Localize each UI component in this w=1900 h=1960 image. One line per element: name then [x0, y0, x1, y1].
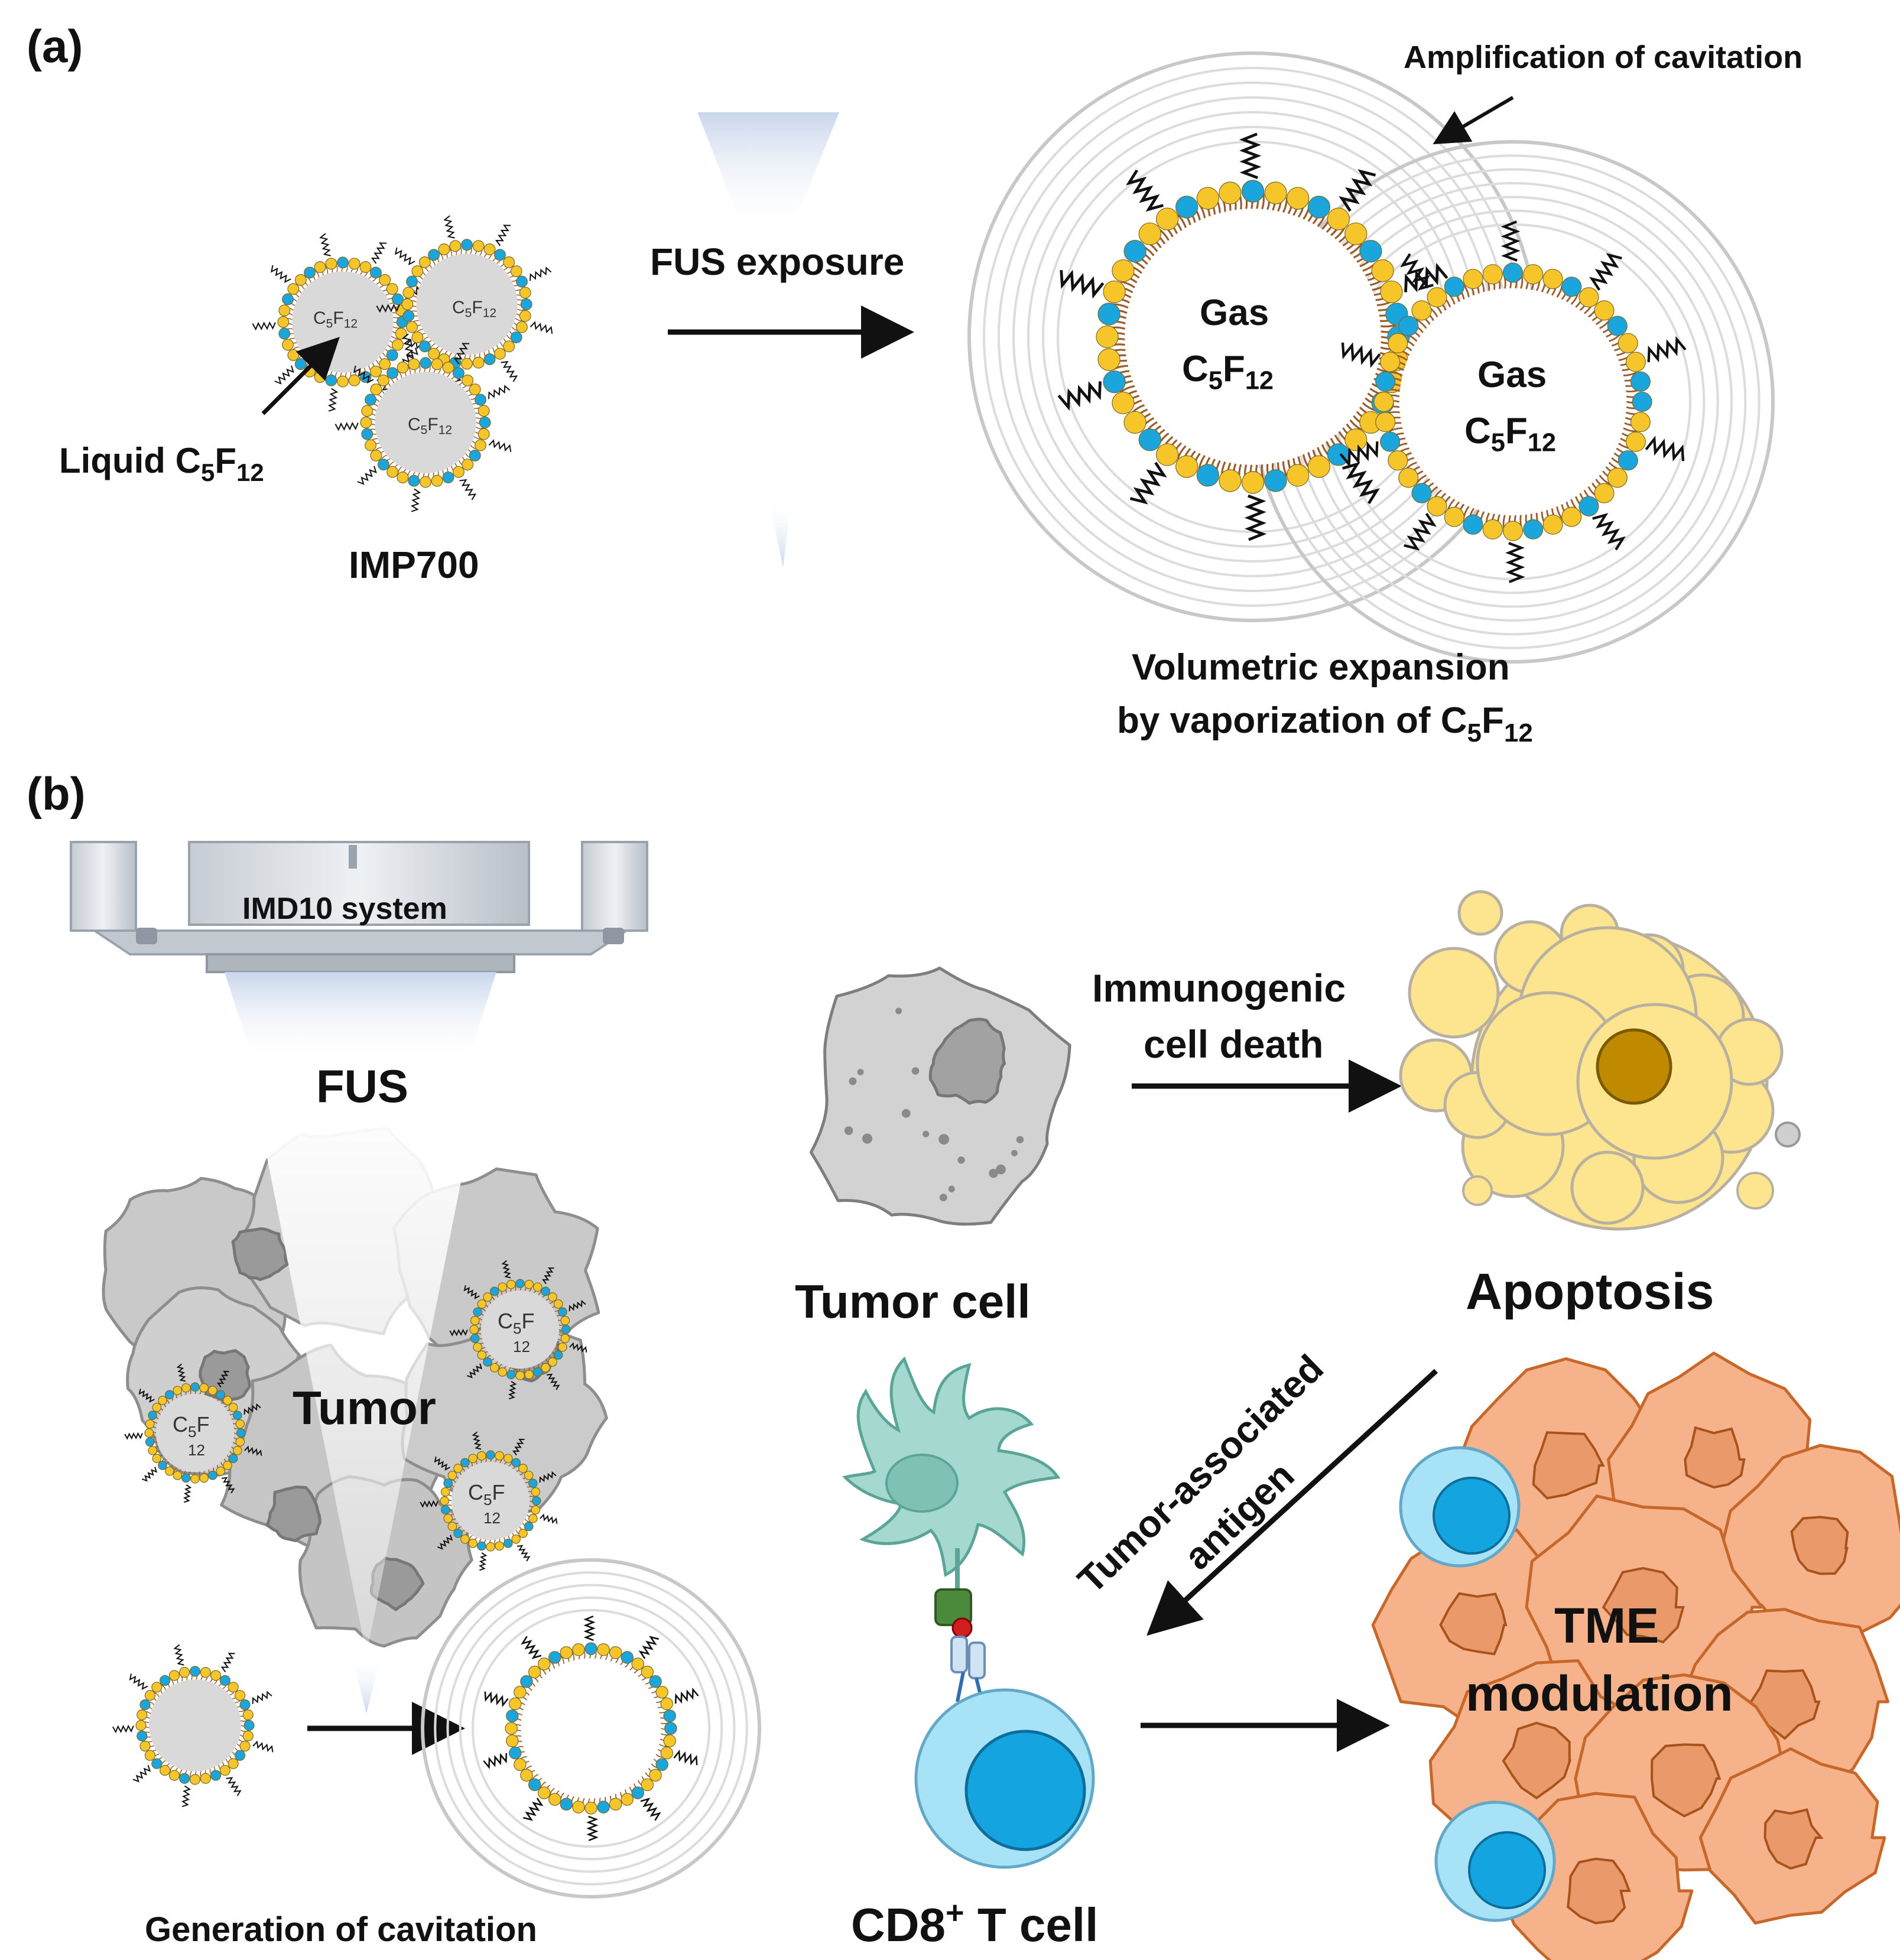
svg-text:12: 12	[188, 1441, 205, 1459]
fus-beam-tail	[352, 1655, 381, 1714]
c5f12-label: C5F12	[408, 415, 452, 437]
panel-b-label: (b)	[27, 768, 86, 820]
cavitation-label: Generation of cavitation	[145, 1910, 537, 1949]
tumor-cell-label: Tumor cell	[795, 1275, 1031, 1328]
antigen-arrow	[1147, 1369, 1438, 1636]
expansion-label-line2: by vaporization of C5F12	[1117, 700, 1533, 747]
antigen-peptide	[951, 1617, 973, 1639]
fus-beam-b	[225, 972, 496, 1064]
dendritic-cell	[842, 1356, 1061, 1595]
imp700-particle-3	[334, 333, 512, 512]
liquid-pointer-arrow	[261, 337, 340, 415]
svg-text:C5F: C5F	[498, 1309, 534, 1337]
cavitation-rings-b	[421, 1558, 761, 1899]
liquid-label: Liquid C5F12	[59, 441, 264, 486]
dendritic-cell-nucleus	[885, 1454, 959, 1513]
svg-text:C5F: C5F	[173, 1412, 209, 1441]
c5f12-stacked-label: C5F12	[173, 1412, 209, 1459]
svg-text:C5F12: C5F12	[452, 298, 496, 320]
cd8-t-cell-label: CD8+ T cell	[851, 1895, 1098, 1951]
amplification-label: Amplification of cavitation	[1404, 40, 1802, 75]
svg-text:12: 12	[513, 1338, 530, 1356]
imd10-device	[70, 841, 648, 973]
tme-t-cell-1-nucleus	[1433, 1477, 1511, 1555]
c5f12-label: C5F12	[452, 298, 496, 320]
apoptotic-body	[1399, 890, 1801, 1231]
amplification-arrow	[1433, 96, 1514, 145]
gas-bubble-left	[1057, 132, 1448, 541]
gas-formula-right: C5F12	[1464, 411, 1556, 457]
svg-text:C5F12: C5F12	[1464, 411, 1556, 457]
svg-text:C5F12: C5F12	[1182, 349, 1274, 395]
c5f12-stacked-label: C5F12	[468, 1480, 505, 1527]
apoptosis-label: Apoptosis	[1466, 1263, 1714, 1320]
c5f12-label: C5F12	[313, 308, 358, 331]
tme-label-line2: modulation	[1466, 1666, 1733, 1721]
fus-exposure-label: FUS exposure	[650, 240, 904, 283]
expansion-label-line1: Volumetric expansion	[1132, 647, 1510, 688]
tme-cluster	[1371, 1351, 1900, 1960]
fus-label: FUS	[316, 1060, 408, 1112]
cd8-t-cell-nucleus	[964, 1730, 1086, 1851]
tme-label-line1: TME	[1554, 1598, 1659, 1653]
svg-text:12: 12	[483, 1509, 501, 1527]
imp700-in-tumor-3	[420, 1431, 558, 1571]
imd10-label: IMD10 system	[242, 892, 447, 926]
fus-beam-upper	[697, 112, 839, 236]
tumor-cell-dots	[844, 1007, 1024, 1202]
c5f12-stacked-label: C5F12	[498, 1309, 534, 1356]
icd-label-line2: cell death	[1144, 1022, 1323, 1066]
svg-text:C5F12: C5F12	[313, 308, 358, 331]
fus-focus-cone	[260, 1123, 473, 1655]
gas-bubble-right	[1339, 220, 1687, 583]
svg-text:C5F: C5F	[468, 1480, 505, 1509]
tcr-receptor	[950, 1636, 986, 1702]
tumor-label: Tumor	[293, 1382, 436, 1434]
gas-label-left: Gas	[1200, 292, 1269, 333]
icd-label-line1: Immunogenic	[1092, 966, 1346, 1010]
tme-t-cell-2-nucleus	[1468, 1831, 1546, 1909]
cavitating-bubble	[483, 1616, 699, 1841]
imp700-before	[112, 1644, 274, 1808]
imp700-in-tumor-2	[124, 1363, 262, 1503]
imp700-particle-2	[376, 215, 553, 394]
fus-beam-lower	[768, 496, 792, 567]
tumor-cell-nucleus	[928, 1018, 1006, 1105]
svg-text:C5F12: C5F12	[408, 415, 452, 437]
imp700-in-tumor-1	[449, 1260, 587, 1400]
gas-formula-left: C5F12	[1182, 349, 1274, 395]
gas-label-right: Gas	[1477, 355, 1547, 395]
panel-a-label: (a)	[27, 20, 83, 72]
imp700-label: IMP700	[349, 544, 479, 586]
